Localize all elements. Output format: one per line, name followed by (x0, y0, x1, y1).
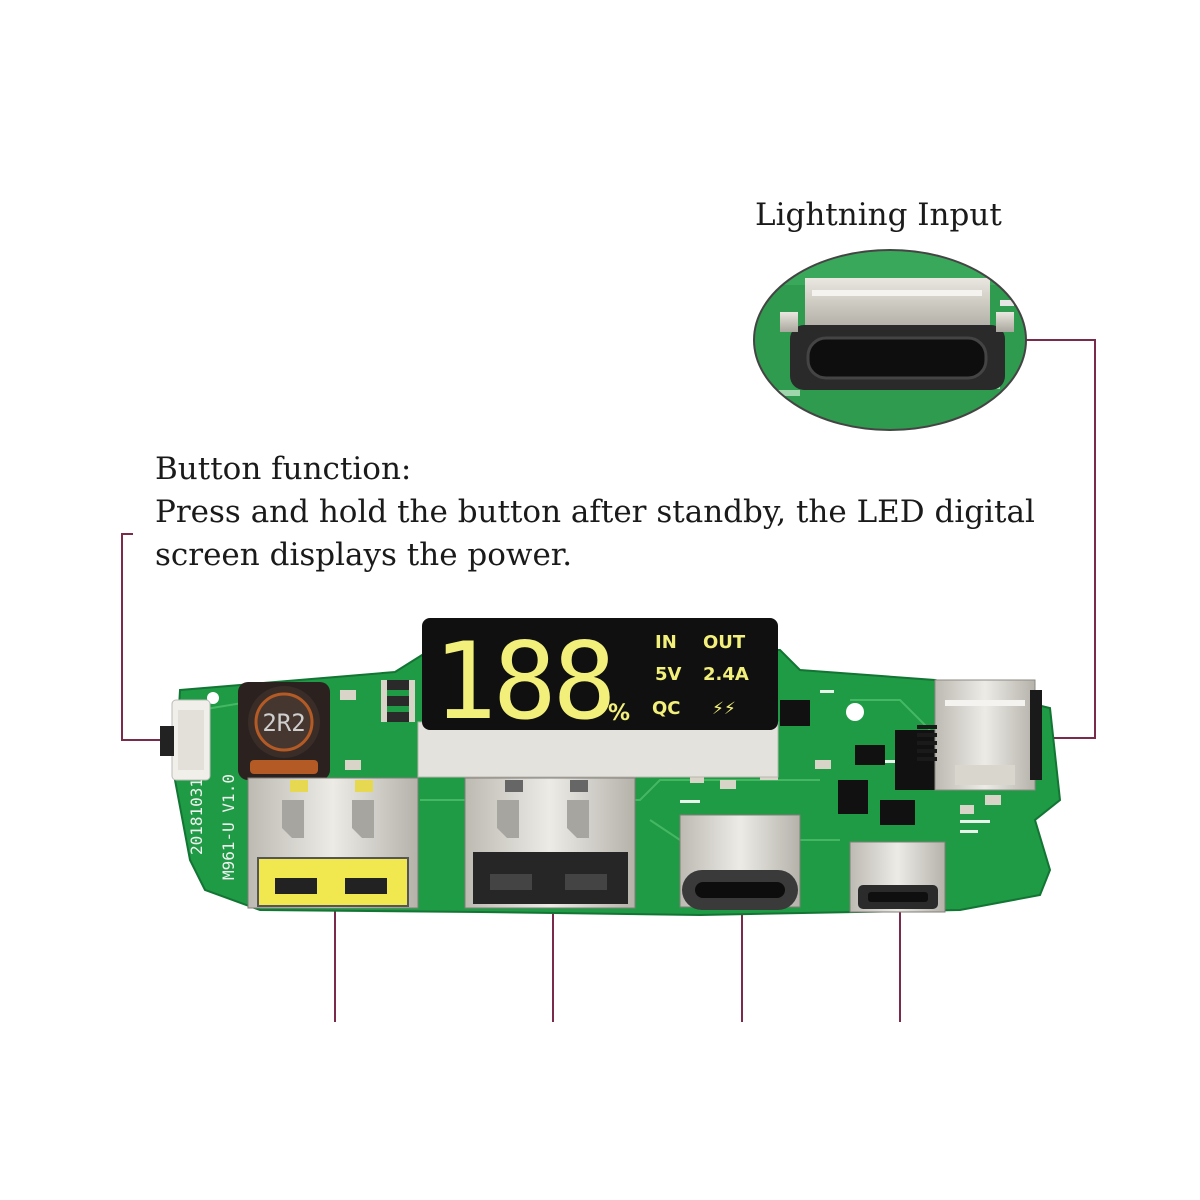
bolt-icon: ⚡⚡ (712, 699, 736, 719)
led-out-label: OUT (703, 632, 746, 653)
board-model-text: M961-U V1.0 (219, 774, 238, 880)
led-voltage: 5V (655, 664, 682, 685)
inductor: 2R2 (238, 682, 330, 780)
leader-lines (121, 339, 1096, 1022)
inductor-code: 2R2 (262, 709, 305, 737)
led-digits: 188 (433, 620, 612, 743)
led-in-label: IN (655, 632, 677, 653)
led-display: 188 % IN OUT 5V 2.4A QC ⚡⚡ (417, 618, 779, 778)
usb-c-port (679, 814, 801, 910)
micro-usb-port (849, 841, 946, 913)
lightning-zoom-circle (753, 249, 1027, 431)
resistor-array (340, 680, 415, 770)
led-percent: % (608, 701, 630, 726)
button-function-text: Button function: Press and hold the butt… (155, 448, 1155, 577)
led-qc-label: QC (652, 698, 681, 719)
tactile-button[interactable] (160, 699, 211, 781)
lightning-input-label: Lightning Input (755, 197, 1002, 233)
lightning-port (917, 679, 1042, 791)
usb-a-port-qc (247, 777, 419, 909)
led-current: 2.4A (703, 664, 749, 685)
usb-a-port (464, 777, 636, 909)
button-function-title: Button function: (155, 451, 412, 487)
lightning-leader-line (1020, 339, 1096, 739)
ic-chip (838, 780, 868, 814)
mount-hole (846, 703, 864, 721)
ic-chip (780, 700, 810, 726)
pcb-board: 2R2 20181031 M961-U V1.0 188 % IN OUT 5V… (160, 618, 1062, 917)
board-date-text: 20181031 (187, 778, 206, 855)
button-function-line2: screen displays the power. (155, 537, 573, 573)
button-function-line1: Press and hold the button after standby,… (155, 494, 1035, 530)
button-leader-line (121, 533, 163, 741)
